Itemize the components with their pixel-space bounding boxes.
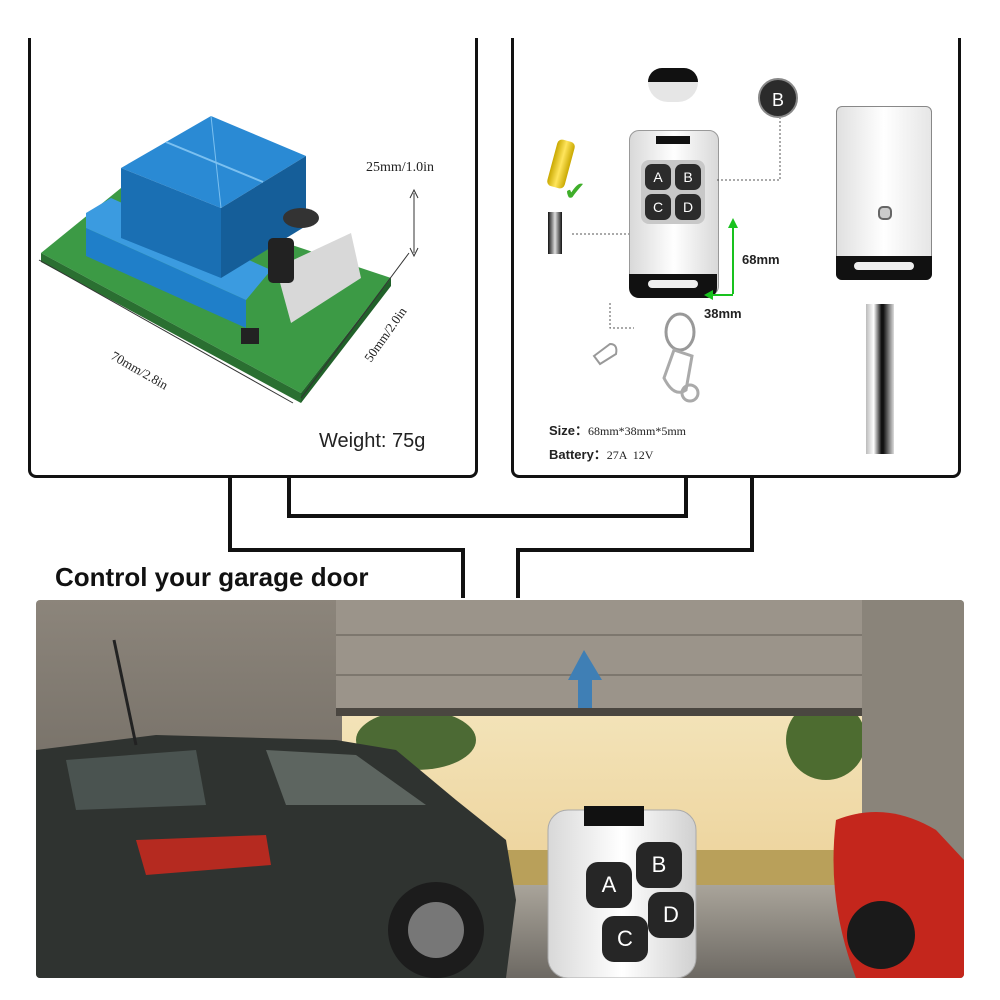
button-b-badge: B <box>758 78 798 118</box>
width-dimension-text: 38mm <box>704 306 742 321</box>
garage-remote-button-b: B <box>636 842 682 888</box>
headline: Control your garage door <box>55 562 369 592</box>
remote-button-b: B <box>675 164 701 190</box>
battery-value: 27A 12V <box>606 448 654 462</box>
garage-scene-art <box>36 600 964 978</box>
remote-top-strip <box>656 136 690 144</box>
size-value: 68mm*38mm*5mm <box>588 424 687 438</box>
size-key: Size： <box>549 423 589 438</box>
weight-label: Weight: 75g <box>319 430 426 452</box>
height-dimension-label: 25mm/1.0in <box>366 160 435 175</box>
remote-top-cap <box>648 68 698 102</box>
remote-side-view <box>866 304 894 454</box>
height-dimension-text: 68mm <box>742 252 780 267</box>
battery-key: Battery： <box>549 447 607 462</box>
remote-button-c: C <box>645 194 671 220</box>
remote-spec-panel: B ✔ A B C D 68mm 38mm Size：68mm*38mm*5mm… <box>511 38 961 478</box>
relay-board-panel: 25mm/1.0in 70mm/2.8in 50mm/2.0in Weight:… <box>28 38 478 478</box>
battery-spec: Battery：27A 12V <box>549 444 653 463</box>
size-spec: Size：68mm*38mm*5mm <box>549 420 686 439</box>
remote-button-a: A <box>645 164 671 190</box>
garage-remote-button-a: A <box>586 862 632 908</box>
dimension-lines <box>38 188 419 404</box>
checkmark-icon: ✔ <box>564 176 586 206</box>
battery-contact <box>548 212 562 254</box>
remote-keyring-slot <box>648 280 698 288</box>
garage-scene-image: A B C D <box>36 600 964 978</box>
remote-back-view <box>836 106 932 280</box>
garage-remote-button-c: C <box>602 916 648 962</box>
remote-back-slot <box>854 262 914 270</box>
relay-board-image <box>41 115 391 403</box>
remote-back-screw <box>878 206 892 220</box>
remote-button-d: D <box>675 194 701 220</box>
dotted-connectors <box>572 118 781 403</box>
garage-remote-button-d: D <box>648 892 694 938</box>
